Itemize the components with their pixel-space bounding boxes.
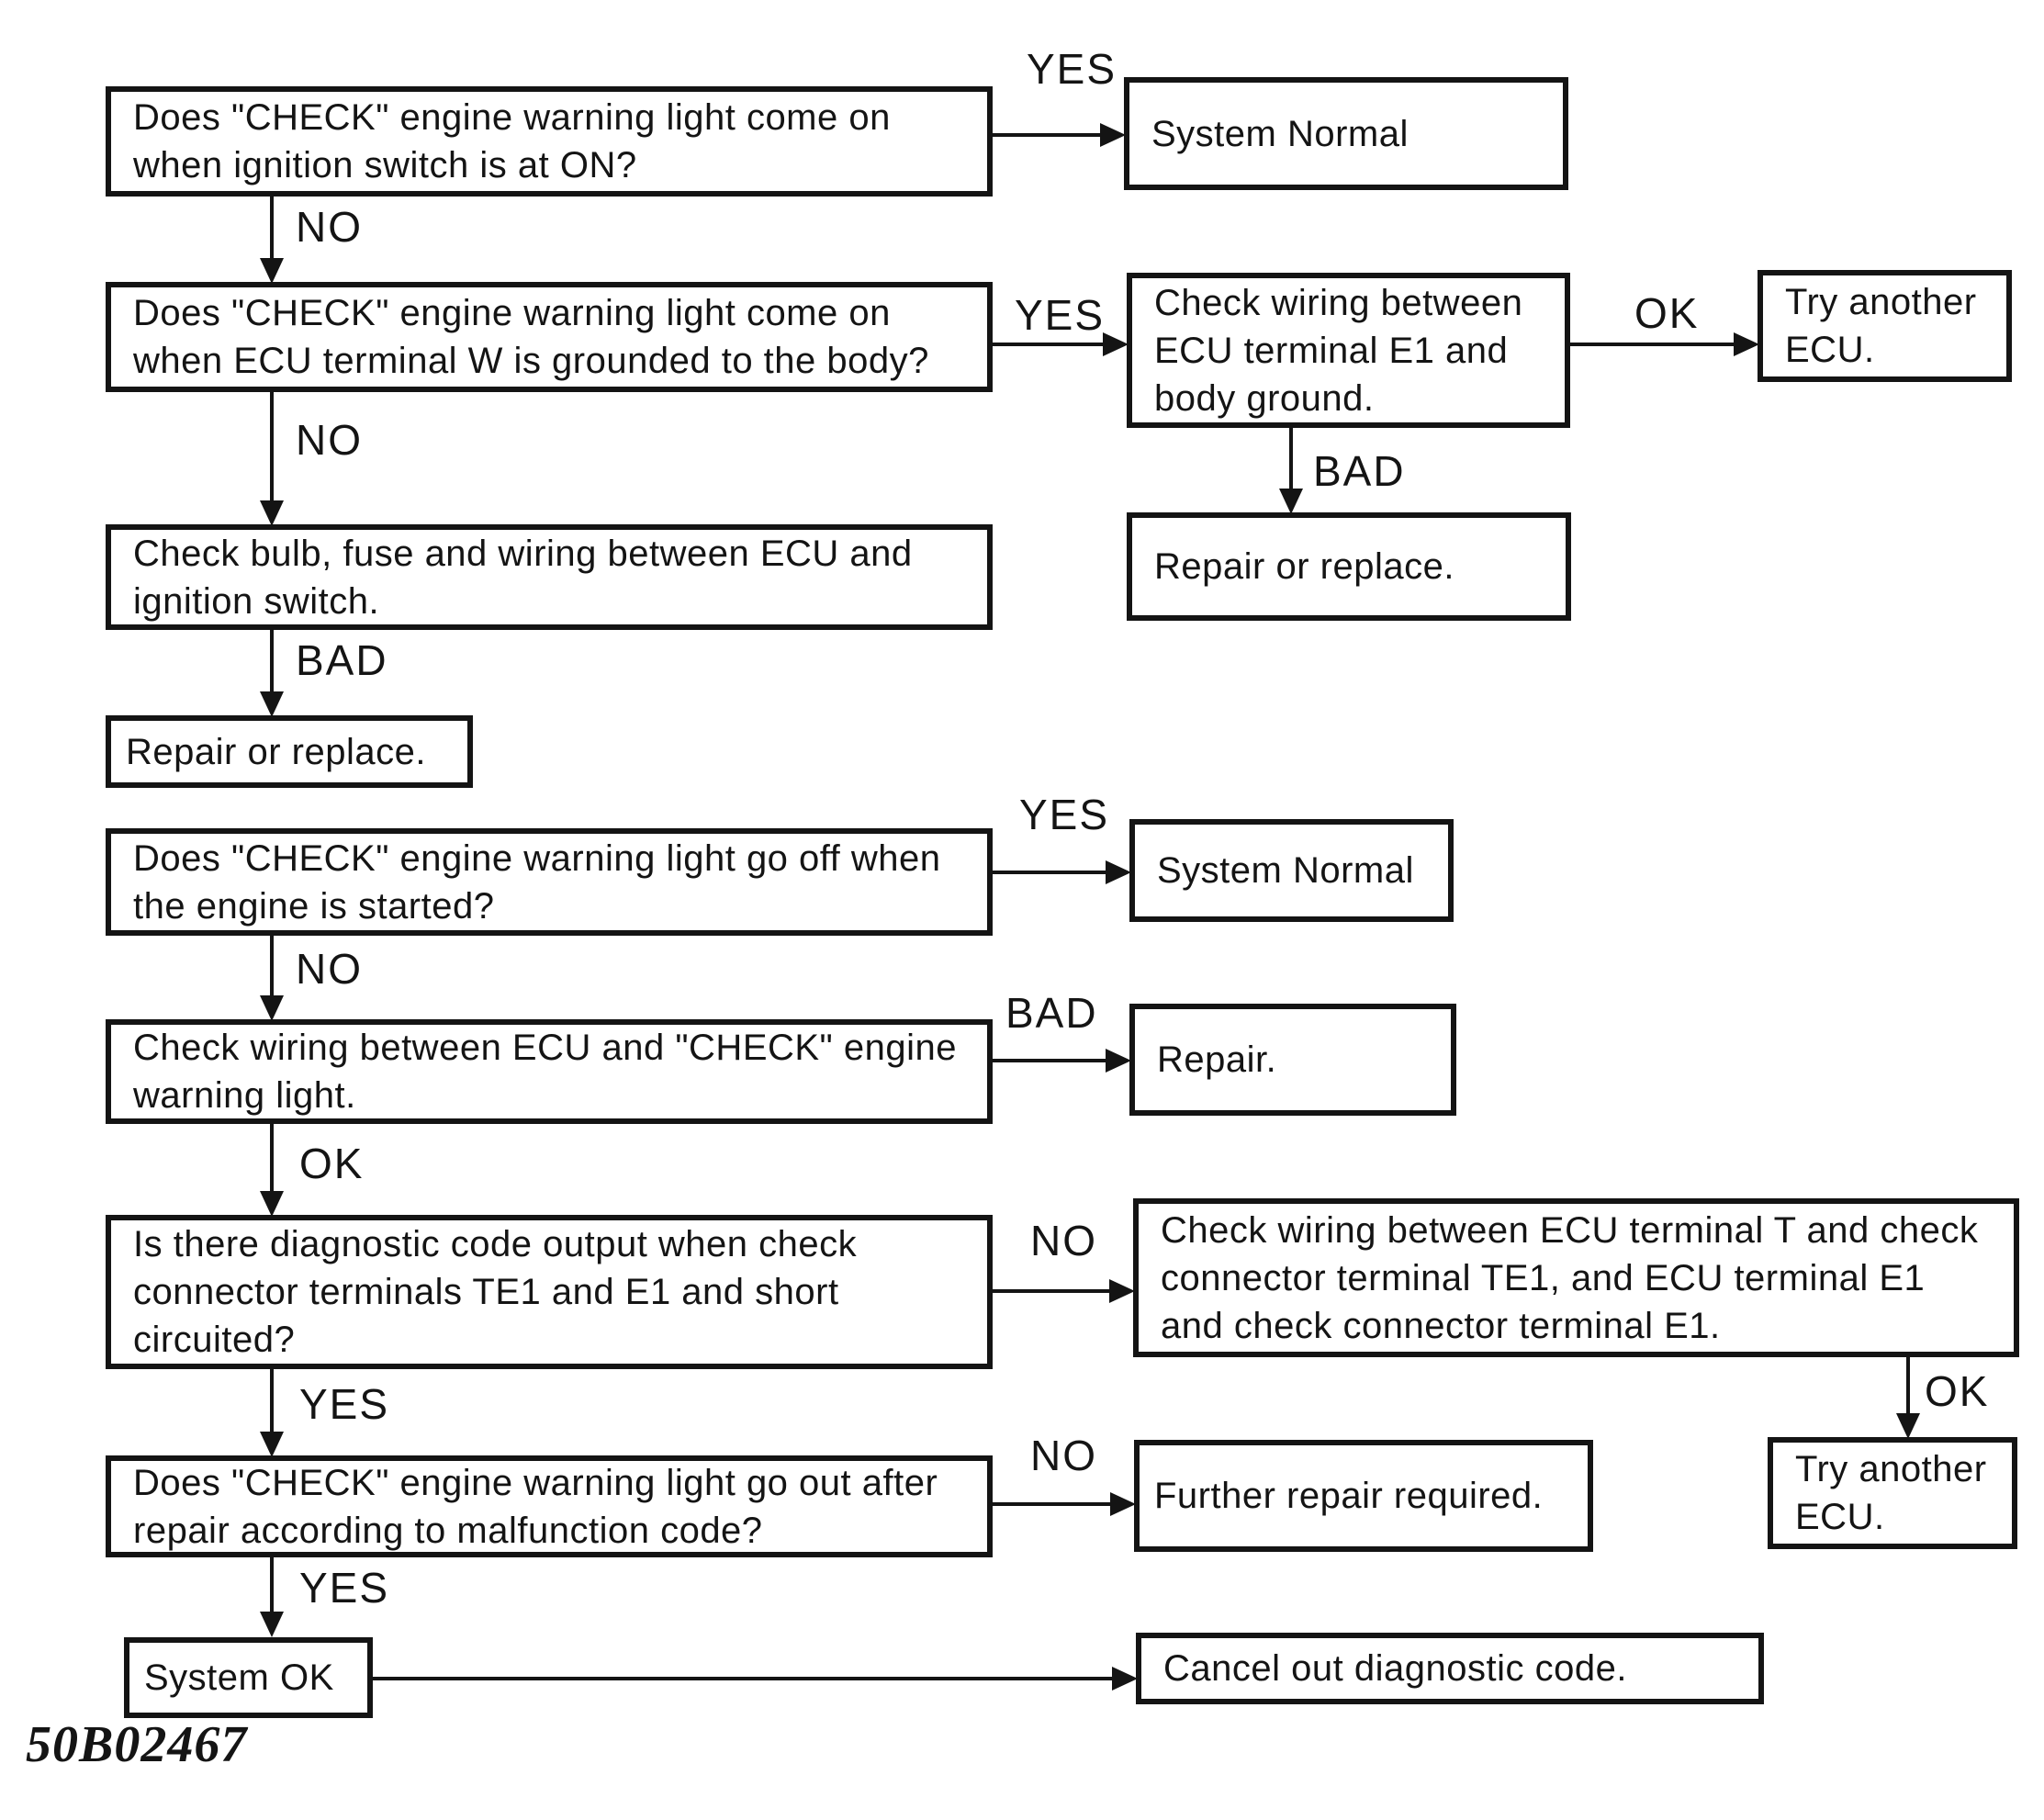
node-question-diagnostic-code-output: Is there diagnostic code output when che… bbox=[106, 1215, 993, 1369]
connector-q5-to-q6 bbox=[270, 1124, 274, 1191]
node-text: Check wiring between ECU terminal E1 and… bbox=[1154, 282, 1523, 419]
arrowhead-right-icon bbox=[1106, 1049, 1131, 1073]
node-text: System OK bbox=[144, 1657, 334, 1698]
node-repair-or-replace-left: Repair or replace. bbox=[106, 715, 473, 788]
edge-label-no-5: NO bbox=[1030, 1432, 1097, 1479]
edge-label-bad-2: BAD bbox=[296, 636, 388, 684]
connector-check-t-to-try-ecu-2 bbox=[1906, 1357, 1910, 1415]
node-text: Does "CHECK" engine warning light go out… bbox=[133, 1462, 938, 1551]
connector-q1-to-q2 bbox=[270, 197, 274, 261]
connector-q4-to-q5 bbox=[270, 936, 274, 997]
node-text: Does "CHECK" engine warning light come o… bbox=[133, 293, 929, 381]
arrowhead-down-icon bbox=[260, 1432, 284, 1457]
node-further-repair-required: Further repair required. bbox=[1134, 1440, 1593, 1552]
connector-q4-to-system-normal-2 bbox=[993, 871, 1109, 874]
connector-q2-to-q3 bbox=[270, 392, 274, 500]
arrowhead-down-icon bbox=[1279, 489, 1303, 514]
node-cancel-diagnostic-code: Cancel out diagnostic code. bbox=[1136, 1633, 1764, 1704]
arrowhead-right-icon bbox=[1103, 332, 1129, 356]
node-check-wiring-t-te1-e1: Check wiring between ECU terminal T and … bbox=[1133, 1198, 2019, 1357]
node-check-wiring-e1-ground: Check wiring between ECU terminal E1 and… bbox=[1127, 273, 1570, 428]
node-text: Try another ECU. bbox=[1795, 1449, 1987, 1537]
node-try-another-ecu-1: Try another ECU. bbox=[1758, 270, 2012, 382]
connector-check-e1-to-repair-right bbox=[1289, 428, 1293, 489]
node-system-normal-2: System Normal bbox=[1129, 819, 1454, 922]
connector-q3-to-repair-left bbox=[270, 630, 274, 691]
node-text: Further repair required. bbox=[1154, 1476, 1544, 1516]
node-try-another-ecu-2: Try another ECU. bbox=[1768, 1437, 2017, 1549]
connector-q7-to-further-repair bbox=[993, 1502, 1114, 1506]
connector-q6-to-check-t-te1 bbox=[993, 1289, 1113, 1293]
edge-label-no-1: NO bbox=[296, 203, 363, 251]
edge-label-ok-1: OK bbox=[1634, 289, 1700, 337]
node-text: Try another ECU. bbox=[1785, 282, 1977, 370]
node-question-light-out-after-repair: Does "CHECK" engine warning light go out… bbox=[106, 1455, 993, 1557]
node-system-normal-1: System Normal bbox=[1124, 77, 1568, 190]
node-system-ok: System OK bbox=[124, 1637, 373, 1718]
node-text: Check bulb, fuse and wiring between ECU … bbox=[133, 533, 913, 622]
arrowhead-down-icon bbox=[260, 258, 284, 284]
node-check-bulb-fuse: Check bulb, fuse and wiring between ECU … bbox=[106, 524, 993, 630]
node-text: Repair or replace. bbox=[126, 731, 426, 772]
connector-q2-to-check-e1 bbox=[993, 343, 1106, 346]
node-text: Repair. bbox=[1157, 1039, 1277, 1080]
edge-label-bad-1: BAD bbox=[1313, 447, 1406, 495]
node-question-light-off-started: Does "CHECK" engine warning light go off… bbox=[106, 828, 993, 936]
arrowhead-down-icon bbox=[260, 1191, 284, 1217]
edge-label-no-2: NO bbox=[296, 416, 363, 464]
connector-q1-to-system-normal-1 bbox=[993, 133, 1106, 137]
arrowhead-down-icon bbox=[260, 500, 284, 526]
node-text: Is there diagnostic code output when che… bbox=[133, 1224, 858, 1360]
node-text: Does "CHECK" engine warning light go off… bbox=[133, 837, 941, 927]
arrowhead-down-icon bbox=[1896, 1413, 1920, 1439]
node-text: Cancel out diagnostic code. bbox=[1163, 1648, 1627, 1689]
node-text: Check wiring between ECU and "CHECK" eng… bbox=[133, 1028, 957, 1116]
connector-q5-to-repair bbox=[993, 1059, 1109, 1062]
edge-label-yes-5: YES bbox=[299, 1564, 390, 1612]
node-repair-or-replace-right: Repair or replace. bbox=[1127, 512, 1571, 621]
node-repair: Repair. bbox=[1129, 1004, 1456, 1116]
connector-q7-to-system-ok bbox=[270, 1557, 274, 1613]
arrowhead-right-icon bbox=[1734, 332, 1759, 356]
arrowhead-right-icon bbox=[1100, 123, 1126, 147]
arrowhead-down-icon bbox=[260, 691, 284, 717]
node-question-terminal-w-grounded: Does "CHECK" engine warning light come o… bbox=[106, 282, 993, 392]
edge-label-yes-1: YES bbox=[1027, 45, 1117, 93]
arrowhead-right-icon bbox=[1109, 1279, 1135, 1303]
edge-label-ok-3: OK bbox=[1925, 1367, 1990, 1415]
node-text: Repair or replace. bbox=[1154, 546, 1454, 587]
arrowhead-right-icon bbox=[1112, 1667, 1138, 1691]
arrowhead-right-icon bbox=[1106, 860, 1131, 884]
arrowhead-right-icon bbox=[1110, 1492, 1136, 1516]
edge-label-no-4: NO bbox=[1030, 1217, 1097, 1264]
edge-label-yes-2: YES bbox=[1015, 291, 1106, 339]
node-question-light-on-ignition: Does "CHECK" engine warning light come o… bbox=[106, 86, 993, 197]
node-text: Check wiring between ECU terminal T and … bbox=[1161, 1209, 1979, 1346]
connector-system-ok-to-cancel bbox=[373, 1677, 1112, 1680]
edge-label-bad-3: BAD bbox=[1005, 989, 1098, 1037]
edge-label-yes-3: YES bbox=[1019, 791, 1110, 838]
edge-label-yes-4: YES bbox=[299, 1380, 390, 1428]
node-text: System Normal bbox=[1157, 850, 1414, 891]
node-check-wiring-ecu-light: Check wiring between ECU and "CHECK" eng… bbox=[106, 1019, 993, 1124]
edge-label-ok-2: OK bbox=[299, 1140, 365, 1187]
figure-code: 50B02467 bbox=[26, 1716, 248, 1773]
connector-q6-to-q7 bbox=[270, 1369, 274, 1433]
arrowhead-down-icon bbox=[260, 995, 284, 1021]
arrowhead-down-icon bbox=[260, 1612, 284, 1637]
node-text: Does "CHECK" engine warning light come o… bbox=[133, 97, 891, 185]
edge-label-no-3: NO bbox=[296, 945, 363, 993]
node-text: System Normal bbox=[1151, 113, 1409, 154]
connector-check-e1-to-try-ecu-1 bbox=[1570, 343, 1737, 346]
